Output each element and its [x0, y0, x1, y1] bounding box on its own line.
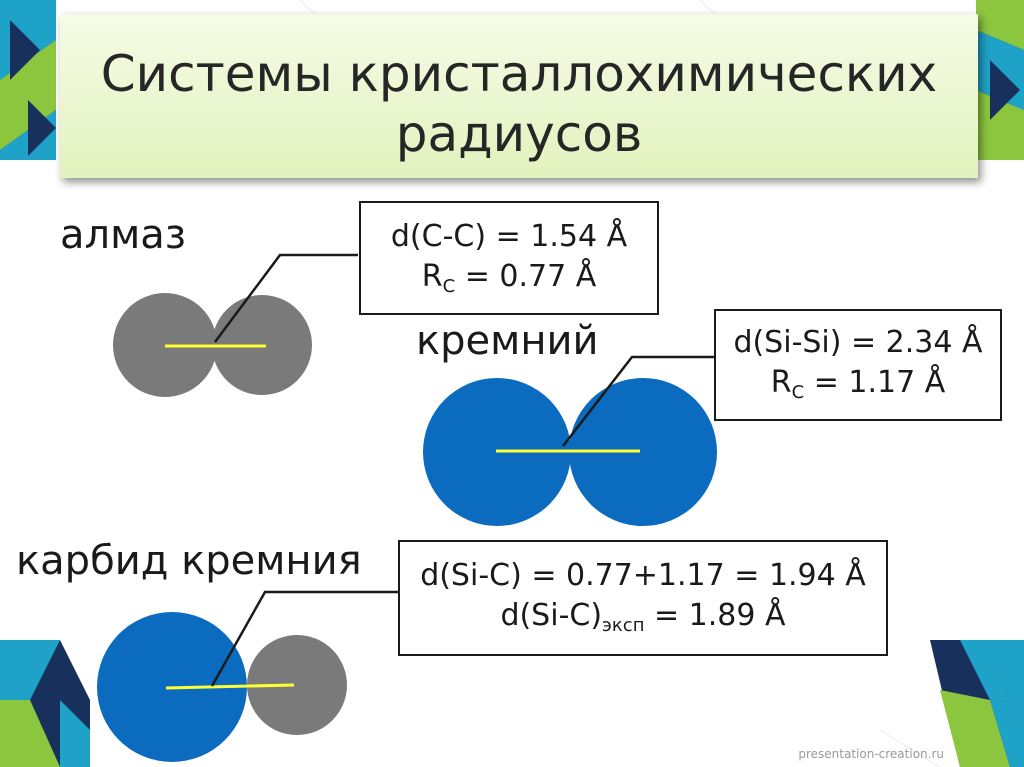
diamond-info-box: d(C-C) = 1.54 Å RC = 0.77 Å — [359, 201, 659, 315]
silicon-radius: RC = 1.17 Å — [716, 363, 1000, 413]
silicon-info-box: d(Si-Si) = 2.34 Å RC = 1.17 Å — [714, 309, 1002, 421]
watermark: presentation-creation.ru — [798, 747, 944, 761]
diamond-radius: RC = 0.77 Å — [361, 257, 657, 307]
silicon-distance: d(Si-Si) = 2.34 Å — [716, 323, 1000, 363]
label-silicon: кремний — [416, 318, 598, 364]
label-silicon-carbide: карбид кремния — [16, 538, 362, 584]
sic-experimental-distance: d(Si-C)эксп = 1.89 Å — [400, 596, 886, 646]
diamond-distance: d(C-C) = 1.54 Å — [361, 217, 657, 257]
sic-calculated-distance: d(Si-C) = 0.77+1.17 = 1.94 Å — [400, 556, 886, 596]
label-diamond: алмаз — [60, 212, 186, 258]
sic-info-box: d(Si-C) = 0.77+1.17 = 1.94 Å d(Si-C)эксп… — [398, 540, 888, 656]
